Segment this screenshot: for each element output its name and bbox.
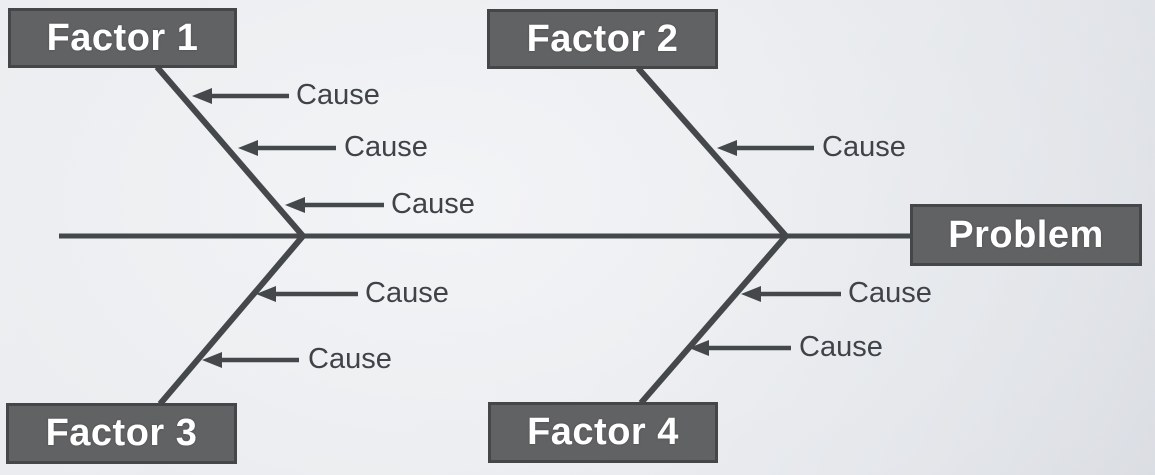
arrow-head-icon [192,88,212,104]
factor-3-label: Factor 3 [45,412,198,454]
cause-arrow-f1c3 [285,197,384,213]
bone-factor-1-and-3 [154,65,307,406]
factor-4-label: Factor 4 [527,411,679,453]
cause-label: Cause [344,130,428,163]
factor-1-label: Factor 1 [46,16,199,59]
problem-box: Problem [910,204,1142,266]
cause-arrow-f1c2 [238,140,336,156]
cause-label: Cause [365,276,449,309]
arrow-head-icon [202,352,222,368]
cause-label: Cause [799,330,883,363]
factor-4-box: Factor 4 [488,402,718,463]
cause-arrow-f4c2 [689,340,791,356]
factor-2-label: Factor 2 [526,17,679,60]
problem-label: Problem [948,213,1104,256]
cause-arrow-f4c1 [741,286,841,302]
factor-3-box: Factor 3 [6,403,237,464]
cause-arrow-f3c1 [256,286,358,302]
cause-label: Cause [391,187,475,220]
cause-label: Cause [296,78,380,111]
bone-factor-2-and-4 [635,66,790,405]
cause-arrow-f2c1 [717,140,814,156]
cause-arrow-f1c1 [192,88,289,104]
arrow-head-icon [741,286,761,302]
arrow-head-icon [256,286,276,302]
arrow-head-icon [717,140,737,156]
arrow-head-icon [238,140,258,156]
cause-arrow-f3c2 [202,352,299,368]
cause-label: Cause [308,342,392,375]
arrow-head-icon [285,197,305,213]
cause-label: Cause [848,276,932,309]
factor-2-box: Factor 2 [487,9,718,69]
arrow-head-icon [689,340,709,356]
cause-label: Cause [822,130,906,163]
factor-1-box: Factor 1 [8,8,237,68]
